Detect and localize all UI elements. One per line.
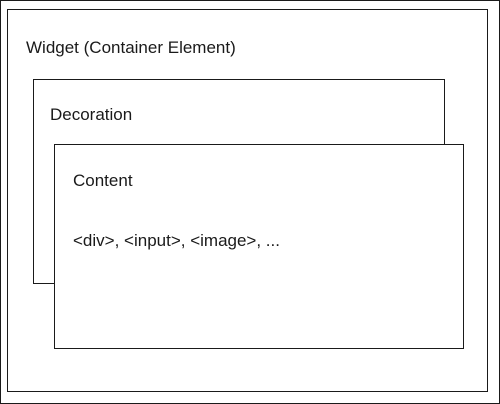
content-box: Content <div>, <input>, <image>, ... bbox=[54, 144, 464, 349]
content-label: Content bbox=[73, 171, 133, 190]
content-elements-text: <div>, <input>, <image>, ... bbox=[73, 231, 280, 250]
decoration-label: Decoration bbox=[50, 105, 133, 124]
widget-label: Widget (Container Element) bbox=[26, 38, 236, 57]
